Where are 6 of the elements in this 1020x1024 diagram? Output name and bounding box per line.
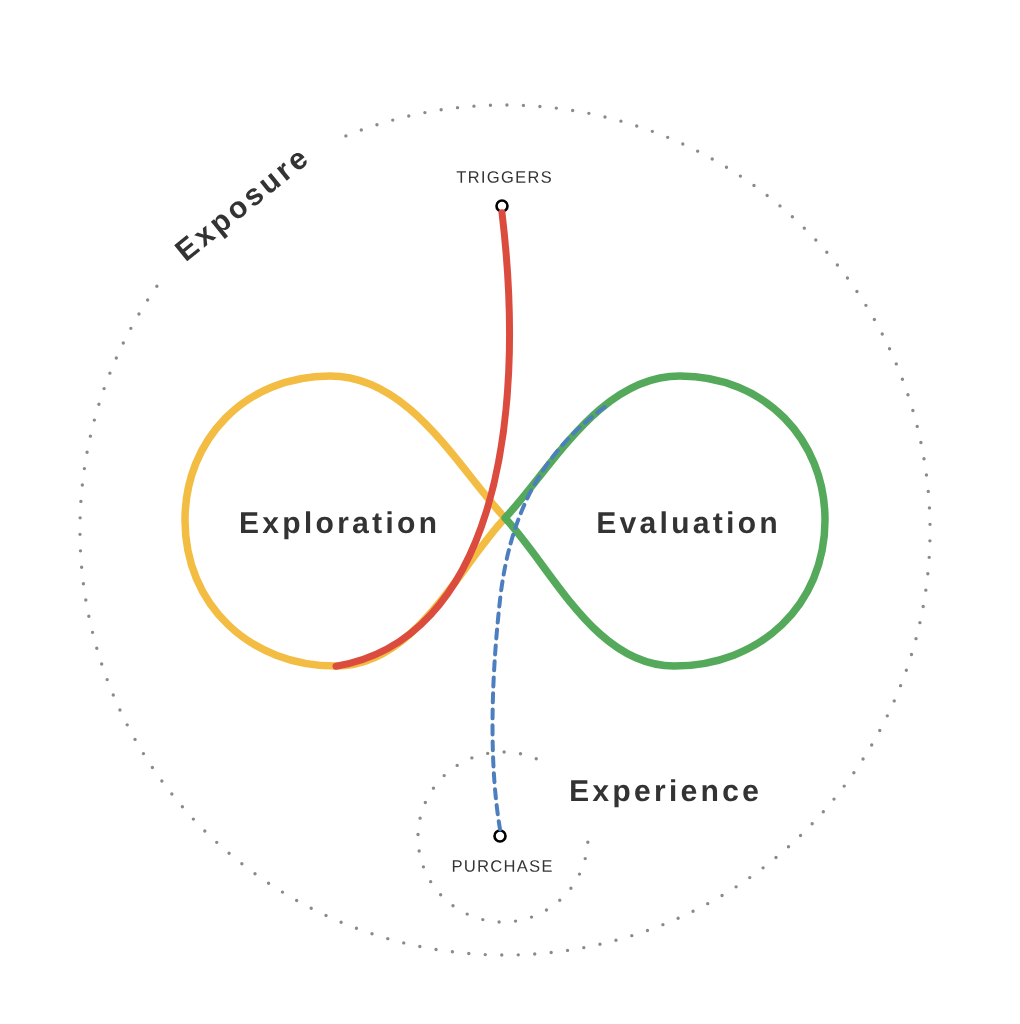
loop: Evaluation — [501, 372, 829, 670]
circle-heading: Experience — [571, 779, 758, 808]
point-label: TRIGGERS — [456, 171, 551, 183]
point-label: PURCHASE — [452, 860, 552, 872]
dashed-line — [490, 405, 607, 832]
curved-line — [332, 209, 513, 670]
